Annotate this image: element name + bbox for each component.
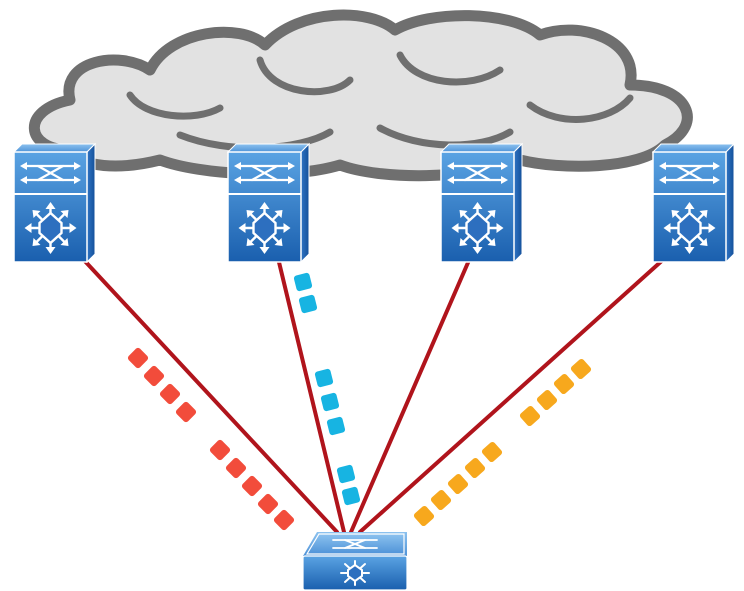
spine-switch-4 <box>651 142 736 264</box>
link-spine-2-to-leaf <box>276 256 346 534</box>
packet <box>225 457 247 479</box>
packet <box>536 389 558 411</box>
links <box>80 256 667 534</box>
packet <box>553 373 575 395</box>
packet <box>127 347 149 369</box>
link-spine-4-to-leaf <box>358 256 667 534</box>
flow-red <box>127 347 295 531</box>
nexus-switch-icon <box>12 142 97 264</box>
packet <box>314 368 334 388</box>
flow-cyan <box>293 272 361 506</box>
flow-orange <box>413 358 592 527</box>
packet <box>159 383 181 405</box>
packet <box>320 392 340 412</box>
spine-switch-1 <box>12 142 97 264</box>
packet <box>341 486 361 506</box>
packet <box>298 294 318 314</box>
packet <box>519 405 541 427</box>
packet <box>336 464 356 484</box>
packet <box>209 439 231 461</box>
link-spine-1-to-leaf <box>80 256 339 534</box>
packet <box>293 272 313 292</box>
packet <box>273 509 295 531</box>
packet <box>430 489 452 511</box>
nexus-switch-icon <box>439 142 524 264</box>
packet <box>464 457 486 479</box>
nexus-switch-icon <box>226 142 311 264</box>
packet <box>175 401 197 423</box>
nexus-switch-icon <box>651 142 736 264</box>
link-spine-3-to-leaf <box>349 256 472 534</box>
packet <box>326 416 346 436</box>
spine-switch-3 <box>439 142 524 264</box>
packet <box>447 473 469 495</box>
cloud <box>28 9 693 182</box>
packet <box>143 365 165 387</box>
packet <box>257 493 279 515</box>
packet <box>481 441 503 463</box>
layer3-switch-icon <box>302 531 408 591</box>
spine-switch-2 <box>226 142 311 264</box>
packet <box>570 358 592 380</box>
leaf-switch <box>302 531 408 591</box>
packet <box>241 475 263 497</box>
packet <box>413 505 435 527</box>
